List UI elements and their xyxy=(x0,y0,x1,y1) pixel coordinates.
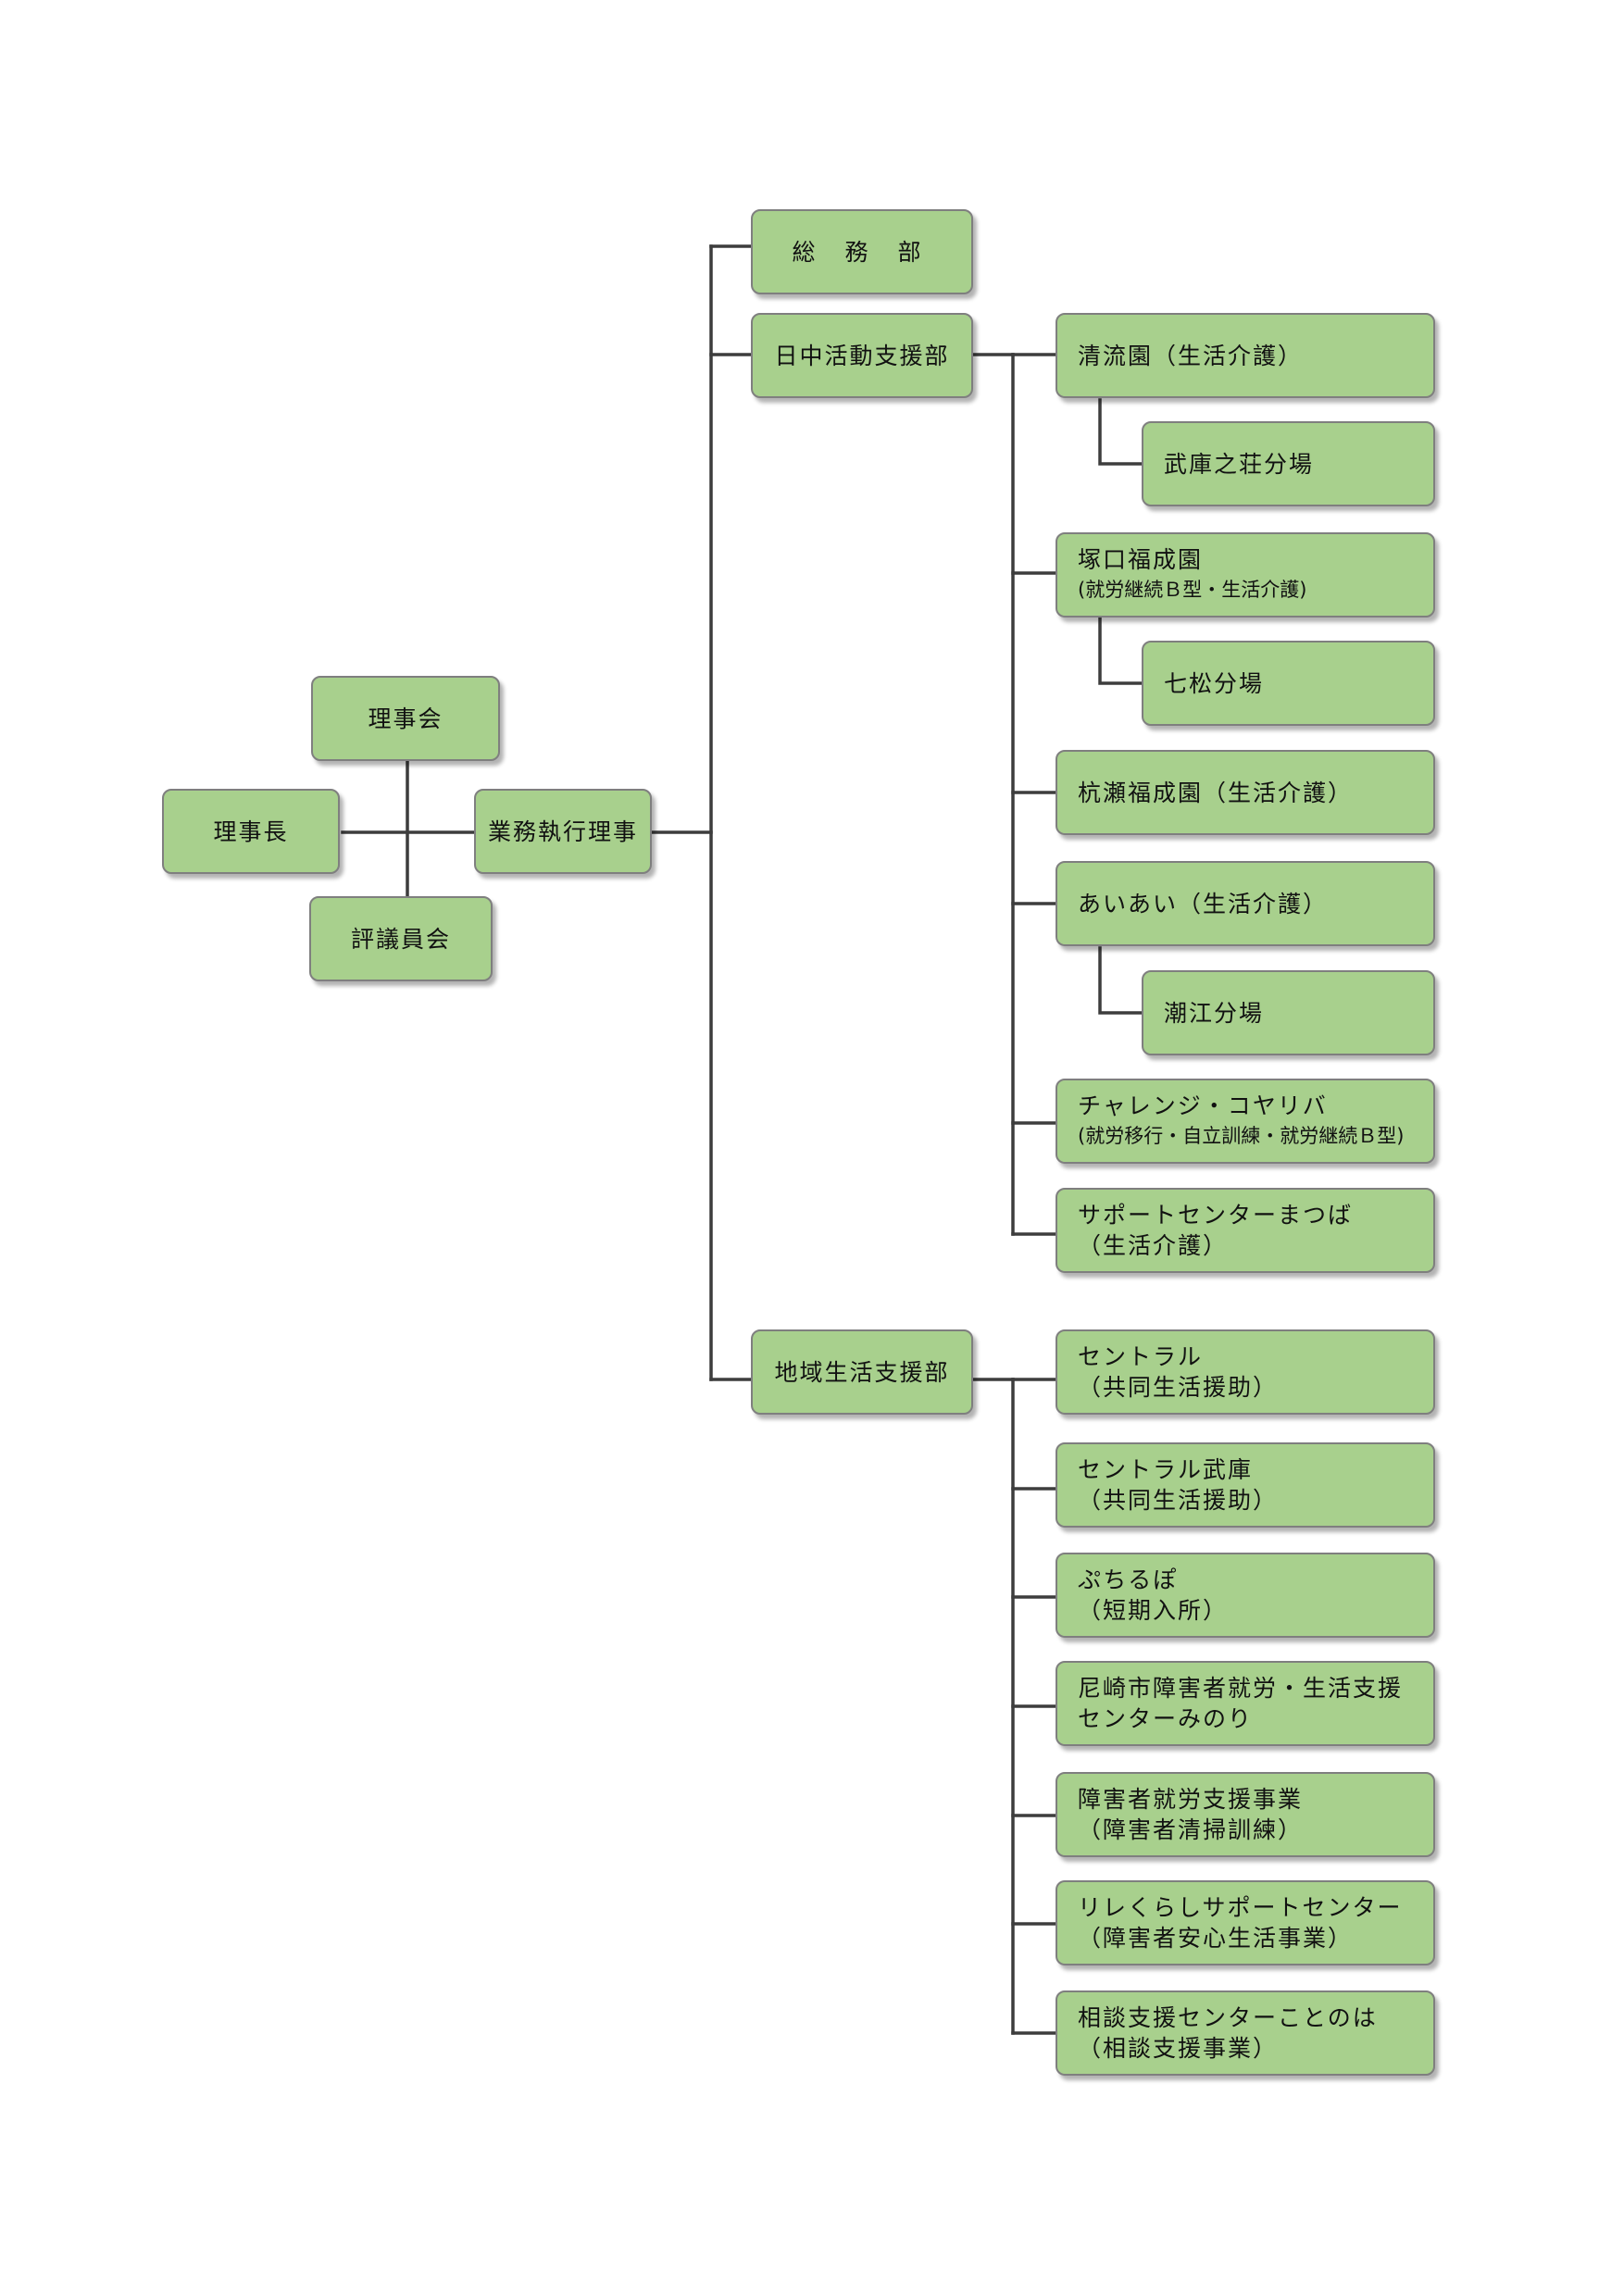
node-centralmuko-line2: （共同生活援助） xyxy=(1078,1487,1279,1514)
node-central-line2: （共同生活援助） xyxy=(1078,1374,1279,1401)
node-nitchu-label: 日中活動支援部 xyxy=(774,342,950,369)
node-rijicho: 理事長 xyxy=(162,789,340,874)
node-rire: リレくらしサポートセンター （障害者安心生活事業） xyxy=(1056,1880,1435,1965)
node-chiiki: 地域生活支援部 xyxy=(751,1329,973,1415)
node-rijikai: 理事会 xyxy=(311,676,500,761)
node-tsukaguchi-line2: (就労継続Ｂ型・生活介護) xyxy=(1078,579,1307,601)
node-minori: 尼崎市障害者就労・生活支援 センターみのり xyxy=(1056,1661,1435,1746)
node-nitchu: 日中活動支援部 xyxy=(751,313,973,398)
connector-shichimatsu xyxy=(1098,617,1145,685)
connector-mukonoso xyxy=(1098,398,1145,466)
node-matsuba-line1: サポートセンターまつば xyxy=(1078,1202,1354,1229)
node-shioe-label: 潮江分場 xyxy=(1164,999,1265,1027)
node-kuise: 杭瀬福成園（生活介護） xyxy=(1056,750,1435,835)
node-minori-line2: センターみのり xyxy=(1078,1705,1254,1732)
node-minori-line1: 尼崎市障害者就労・生活支援 xyxy=(1078,1675,1404,1702)
node-kotonoha-line1: 相談支援センターことのは xyxy=(1078,2004,1378,2031)
node-gyomu-label: 業務執行理事 xyxy=(487,817,638,845)
node-aiai-label: あいあい（生活介護） xyxy=(1078,890,1329,917)
node-somu-label: 総 務 部 xyxy=(792,238,932,266)
node-somu: 総 務 部 xyxy=(751,209,973,294)
node-shichimatsu-label: 七松分場 xyxy=(1164,669,1265,697)
node-centralmuko: セントラル武庫 （共同生活援助） xyxy=(1056,1442,1435,1528)
node-challenge: チャレンジ・コヤリバ (就労移行・自立訓練・就労継続Ｂ型) xyxy=(1056,1079,1435,1164)
node-kotonoha-line2: （相談支援事業） xyxy=(1078,2035,1279,2062)
node-hyogiin-label: 評議員会 xyxy=(350,925,451,953)
node-hyogiin: 評議員会 xyxy=(309,896,493,981)
node-puchirupo-line1: ぷちるぽ xyxy=(1078,1566,1179,1593)
node-shuro-line1: 障害者就労支援事業 xyxy=(1078,1786,1304,1813)
node-kuise-label: 杭瀬福成園（生活介護） xyxy=(1078,779,1354,806)
node-mukonoso-label: 武庫之荘分場 xyxy=(1164,450,1315,478)
node-rire-line2: （障害者安心生活事業） xyxy=(1078,1925,1354,1952)
node-mukonoso: 武庫之荘分場 xyxy=(1142,421,1435,506)
connector-shioe xyxy=(1098,946,1145,1015)
node-matsuba: サポートセンターまつば （生活介護） xyxy=(1056,1188,1435,1273)
node-shuro-line2: （障害者清掃訓練） xyxy=(1078,1816,1304,1843)
node-rijikai-label: 理事会 xyxy=(368,705,443,732)
node-puchirupo-line2: （短期入所） xyxy=(1078,1597,1229,1624)
node-challenge-line2: (就労移行・自立訓練・就労継続Ｂ型) xyxy=(1078,1125,1405,1147)
node-chiiki-label: 地域生活支援部 xyxy=(774,1358,950,1386)
node-rijicho-label: 理事長 xyxy=(213,817,289,845)
node-challenge-line1: チャレンジ・コヤリバ xyxy=(1078,1092,1328,1119)
node-centralmuko-line1: セントラル武庫 xyxy=(1078,1456,1254,1483)
node-seiryuen: 清流園（生活介護） xyxy=(1056,313,1435,398)
node-central: セントラル （共同生活援助） xyxy=(1056,1329,1435,1415)
node-central-line1: セントラル xyxy=(1078,1343,1204,1370)
node-shioe: 潮江分場 xyxy=(1142,970,1435,1055)
node-kotonoha: 相談支援センターことのは （相談支援事業） xyxy=(1056,1990,1435,2076)
node-rire-line1: リレくらしサポートセンター xyxy=(1078,1894,1403,1921)
node-matsuba-line2: （生活介護） xyxy=(1078,1232,1229,1259)
node-tsukaguchi: 塚口福成園 (就労継続Ｂ型・生活介護) xyxy=(1056,532,1435,618)
node-shuro: 障害者就労支援事業 （障害者清掃訓練） xyxy=(1056,1772,1435,1857)
node-tsukaguchi-line1: 塚口福成園 xyxy=(1078,546,1204,573)
node-seiryuen-label: 清流園（生活介護） xyxy=(1078,342,1304,369)
node-gyomu: 業務執行理事 xyxy=(474,789,652,874)
node-puchirupo: ぷちるぽ （短期入所） xyxy=(1056,1553,1435,1638)
node-shichimatsu: 七松分場 xyxy=(1142,641,1435,726)
node-aiai: あいあい（生活介護） xyxy=(1056,861,1435,946)
